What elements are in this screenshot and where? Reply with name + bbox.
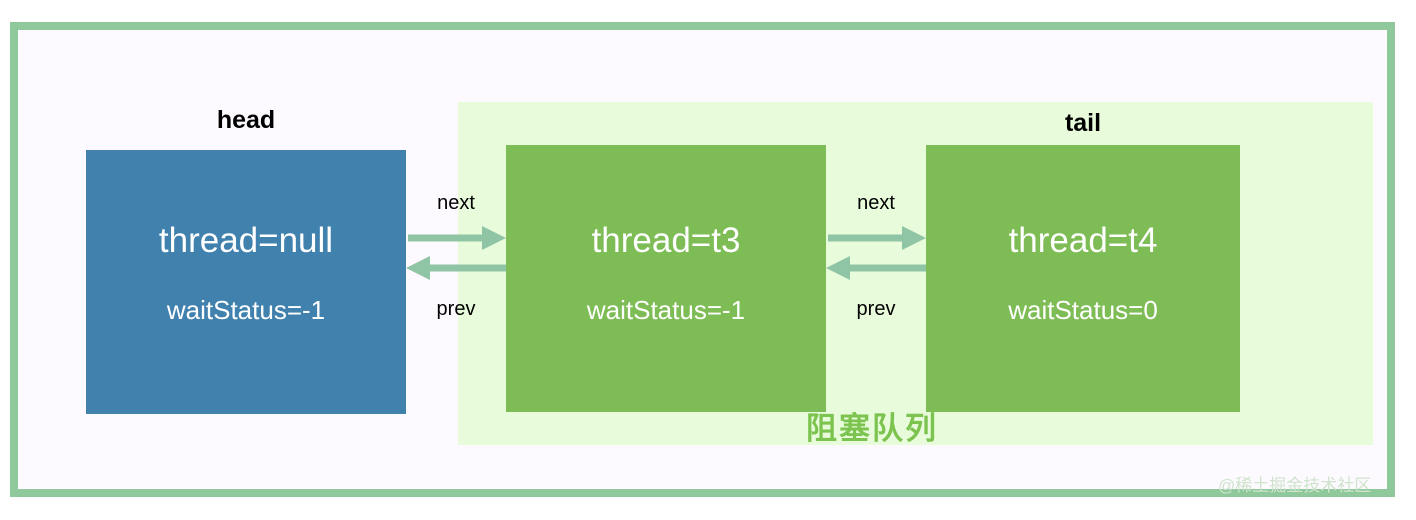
node-t4-thread-text: thread=t4 [1008, 221, 1158, 260]
node-head-thread-text: thread=null [158, 221, 334, 260]
link-t3-t4-next-label: next [857, 192, 895, 214]
node-box-t4[interactable]: thread=t4 waitStatus=0 [926, 145, 1240, 412]
node-t3-waitstatus-text: waitStatus=-1 [586, 295, 746, 325]
node-t3-thread-text: thread=t3 [591, 221, 741, 260]
link-head-t3-prev-label: prev [436, 298, 476, 320]
watermark-text: @稀土掘金技术社区 [1218, 476, 1372, 495]
link-t3-t4-arrows-icon [826, 226, 926, 280]
link-head-t3-next-label: next [437, 192, 475, 214]
node-t4-waitstatus-text: waitStatus=0 [1008, 295, 1158, 325]
link-head-t3-arrows-icon [406, 226, 506, 280]
outer-frame: head tail thread=null waitStatus=-1 thre… [10, 22, 1395, 497]
link-t3-t4-prev-label: prev [856, 298, 896, 320]
node-box-head[interactable]: thread=null waitStatus=-1 [86, 150, 406, 414]
node-caption-head: head [216, 106, 276, 134]
link-head-t3: next prev [406, 180, 506, 330]
link-t3-t4: next prev [826, 180, 926, 330]
node-head-waitstatus-text: waitStatus=-1 [166, 295, 326, 325]
blocking-queue-label: 阻塞队列 [806, 411, 938, 446]
node-caption-tail: tail [1064, 109, 1102, 137]
node-box-t3[interactable]: thread=t3 waitStatus=-1 [506, 145, 826, 412]
